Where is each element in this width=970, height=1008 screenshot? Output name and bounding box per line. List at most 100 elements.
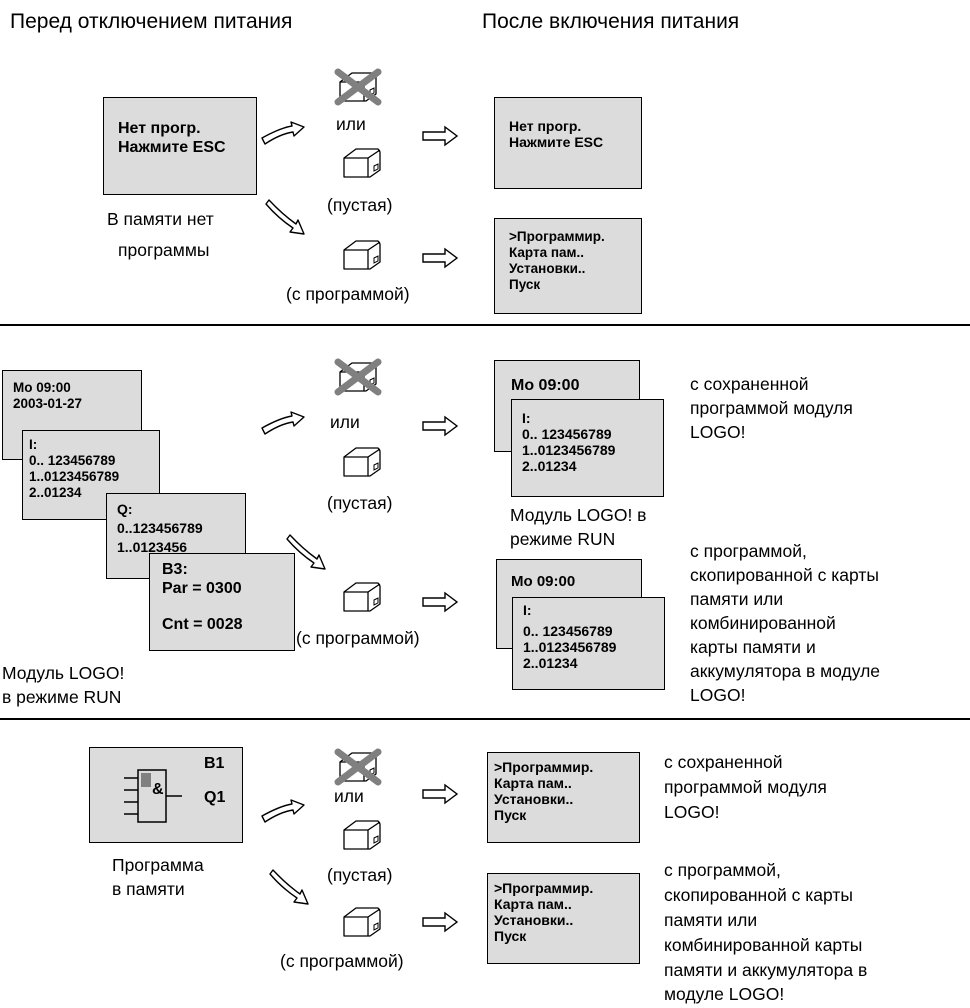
note-line: LOGO! [664,802,720,822]
right-arrow-icon [422,912,458,932]
result-inputs-screen: I: 0.. 123456789 1..0123456789 2..01234 [511,399,664,497]
note-line: комбинированной карты [664,935,863,955]
note-line: памяти или [664,910,758,930]
memory-card-icon [343,820,381,850]
or-label: или [334,786,364,806]
screen-line: 0.. 123456789 [523,623,613,639]
note-line: карты памяти и [690,637,816,657]
empty-card-label: (пустая) [327,493,393,513]
note-line: LOGO! [690,685,746,705]
crossed-out-icon [336,360,380,396]
block-output: Q1 [204,789,226,806]
menu-item: >Программир. [509,229,605,244]
function-block-screen: B1 & Q1 [89,747,243,843]
menu-item: Карта пам.. [494,896,572,912]
and-symbol: & [152,781,164,798]
screen-line: Q: [117,501,133,517]
note-line: аккумулятора в модуле [690,661,881,681]
screen-line: Нет прогр. [509,118,582,134]
counter-parameter-screen: B3: Par = 0300 Cnt = 0028 [149,553,295,651]
note-line: программой модуля [690,398,853,418]
note-line: памяти и аккумулятора в [664,960,868,980]
memory-card-icon [343,240,381,270]
screen-line: Нажмите ESC [509,134,604,150]
screen-line: I: [523,602,532,618]
screen-line: 0.. 123456789 [522,426,612,442]
screen-line: Mo 09:00 [511,377,580,394]
source-caption-line: Модуль LOGO! [2,663,125,683]
with-program-card-label: (с программой) [296,628,420,648]
screen-line: 1..0123456789 [523,639,617,655]
screen-line: Нажмите ESC [118,139,226,156]
or-label: или [330,412,360,432]
screen-line: Mo 09:00 [511,573,576,590]
menu-item: Пуск [494,807,527,823]
screen-line: 2..01234 [29,485,82,500]
screen-line: 1..0123456 [117,539,188,555]
empty-card-label: (пустая) [327,195,393,215]
screen-line: Нет прогр. [118,120,201,137]
programming-menu-screen: >Программир. Карта пам.. Установки.. Пус… [494,218,642,314]
menu-item: Установки.. [494,791,574,807]
screen-line: I: [29,437,38,452]
screen-line: 1..0123456789 [29,469,120,484]
screen-line: 2..01234 [522,458,577,474]
screen-line: Mo 09:00 [13,380,71,395]
screen-line: Cnt = 0028 [162,616,243,633]
screen-line: 0..123456789 [117,520,203,536]
screen-line: 2..01234 [523,655,578,671]
or-label: или [336,114,366,134]
screen-line: I: [522,410,531,426]
note-line: с программой, [664,860,781,880]
memory-card-icon [343,447,381,477]
menu-item: Пуск [509,277,541,292]
menu-item: Карта пам.. [509,245,585,260]
menu-item: Пуск [494,928,527,944]
curved-arrow-up-icon [261,121,305,145]
with-program-card-label: (с программой) [286,284,410,304]
note-line: с сохраненной [664,752,783,772]
result-no-program-screen: Нет прогр. Нажмите ESC [494,97,642,189]
note-line: программой модуля [664,777,827,797]
source-caption-line: программы [118,240,210,260]
menu-item: Карта пам.. [494,775,572,791]
crossed-out-icon [336,70,380,106]
right-arrow-icon [422,248,458,268]
result-caption-line: Модуль LOGO! в [510,505,647,525]
with-program-card-label: (с программой) [280,951,404,971]
right-arrow-icon [422,784,458,804]
no-program-screen: Нет прогр. Нажмите ESC [103,97,257,195]
note-line: памяти или [690,589,784,609]
memory-card-icon [343,582,381,612]
source-caption-line: в памяти [112,879,185,899]
screen-line: 1..0123456789 [522,442,616,458]
empty-card-label: (пустая) [327,865,393,885]
menu-item: Установки.. [494,912,574,928]
curved-arrow-up-icon [261,799,305,823]
note-line: скопированной с карты [690,565,879,585]
result-inputs-screen: I: 0.. 123456789 1..0123456789 2..01234 [512,597,665,690]
note-line: комбинированной [690,613,836,633]
note-line: модуле LOGO! [664,984,785,1004]
memory-card-icon [343,148,381,178]
and-gate-icon [124,769,182,823]
section-divider [0,324,970,326]
source-caption-line: В памяти нет [107,209,214,229]
programming-menu-screen: >Программир. Карта пам.. Установки.. Пус… [487,873,640,964]
screen-line: 0.. 123456789 [29,453,116,468]
curved-arrow-down-icon [265,199,305,235]
memory-card-icon [343,907,381,937]
note-line: с программой, [690,541,807,561]
crossed-out-icon [336,750,380,786]
note-line: с сохраненной [690,374,809,394]
curved-arrow-down-icon [269,869,309,905]
menu-item: >Программир. [494,880,594,896]
right-arrow-icon [422,126,458,146]
right-arrow-icon [422,416,458,436]
screen-line: B3: [162,561,188,578]
menu-item: >Программир. [494,759,594,775]
menu-item: Установки.. [509,261,586,276]
before-power-off-header: Перед отключением питания [10,10,293,33]
source-caption-line: в режиме RUN [2,687,122,707]
after-power-on-header: После включения питания [482,10,740,33]
